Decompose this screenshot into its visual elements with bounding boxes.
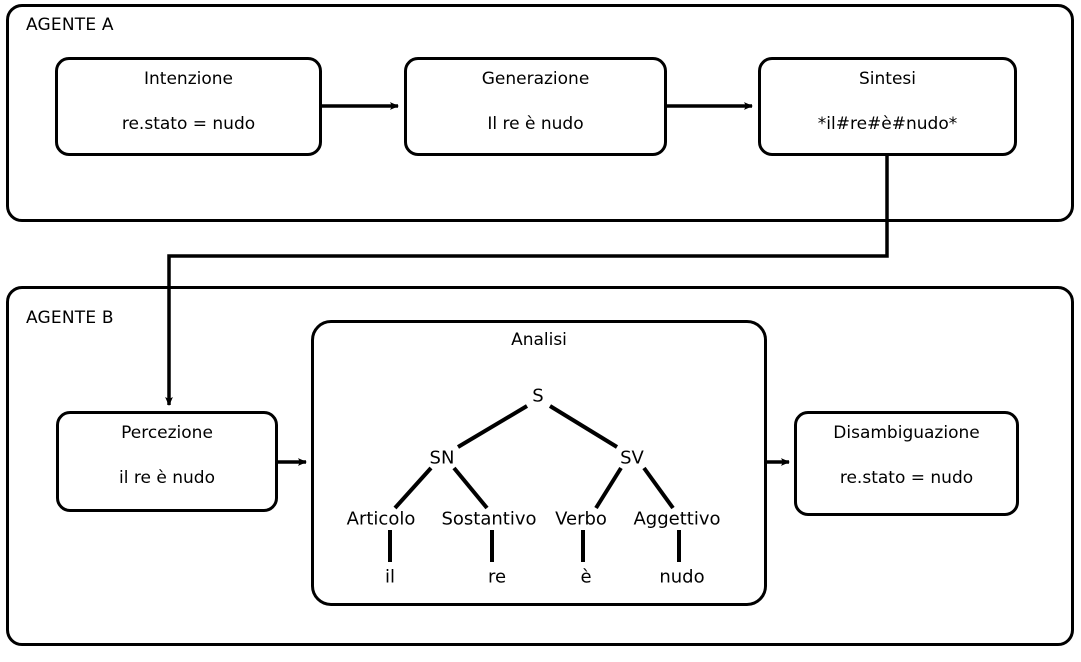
tree-edge-sn-articolo [393,466,433,510]
node-percezione[interactable]: Percezione il re è nudo [56,411,278,512]
tree-word-nudo: nudo [659,566,705,588]
node-generazione-value: Il re è nudo [487,114,584,134]
tree-word-il: il [384,566,396,588]
node-intenzione-value: re.stato = nudo [121,114,256,134]
node-sintesi-title: Sintesi [859,69,916,89]
agent-a-container [6,4,1074,222]
tree-node-s: S [531,385,545,407]
node-disambiguazione[interactable]: Disambiguazione re.stato = nudo [794,411,1019,516]
tree-edge-s-sn [456,404,529,449]
agent-a-label: AGENTE A [26,15,114,35]
tree-word-e: è [580,566,592,588]
node-sintesi[interactable]: Sintesi *il#re#è#nudo* [758,57,1017,156]
tree-edge-sv-aggettivo [642,466,675,510]
node-intenzione[interactable]: Intenzione re.stato = nudo [55,57,322,156]
tree-word-re: re [487,566,507,588]
node-percezione-title: Percezione [121,423,213,443]
agent-b-container [6,286,1074,646]
node-generazione-title: Generazione [481,69,590,89]
group-analisi[interactable]: Analisi [311,320,767,606]
node-intenzione-title: Intenzione [144,69,233,89]
node-disambiguazione-value: re.stato = nudo [839,468,974,488]
tree-edge-s-sv [548,404,619,449]
node-generazione[interactable]: Generazione Il re è nudo [404,57,667,156]
tree-pos-sostantivo: Sostantivo [440,508,538,530]
group-analisi-title: Analisi [511,330,567,350]
node-percezione-value: il re è nudo [119,468,215,488]
agent-b-label: AGENTE B [26,308,114,328]
tree-pos-verbo: Verbo [554,508,608,530]
node-sintesi-value: *il#re#è#nudo* [817,114,958,134]
node-disambiguazione-title: Disambiguazione [833,423,980,443]
tree-pos-articolo: Articolo [345,508,417,530]
tree-edge-sv-verbo [594,466,623,510]
tree-node-sn: SN [428,447,456,469]
arrow-sintesi-percezione [165,156,889,406]
tree-node-sv: SV [619,447,645,469]
tree-pos-aggettivo: Aggettivo [632,508,722,530]
tree-edge-sn-sostantivo [452,466,489,510]
